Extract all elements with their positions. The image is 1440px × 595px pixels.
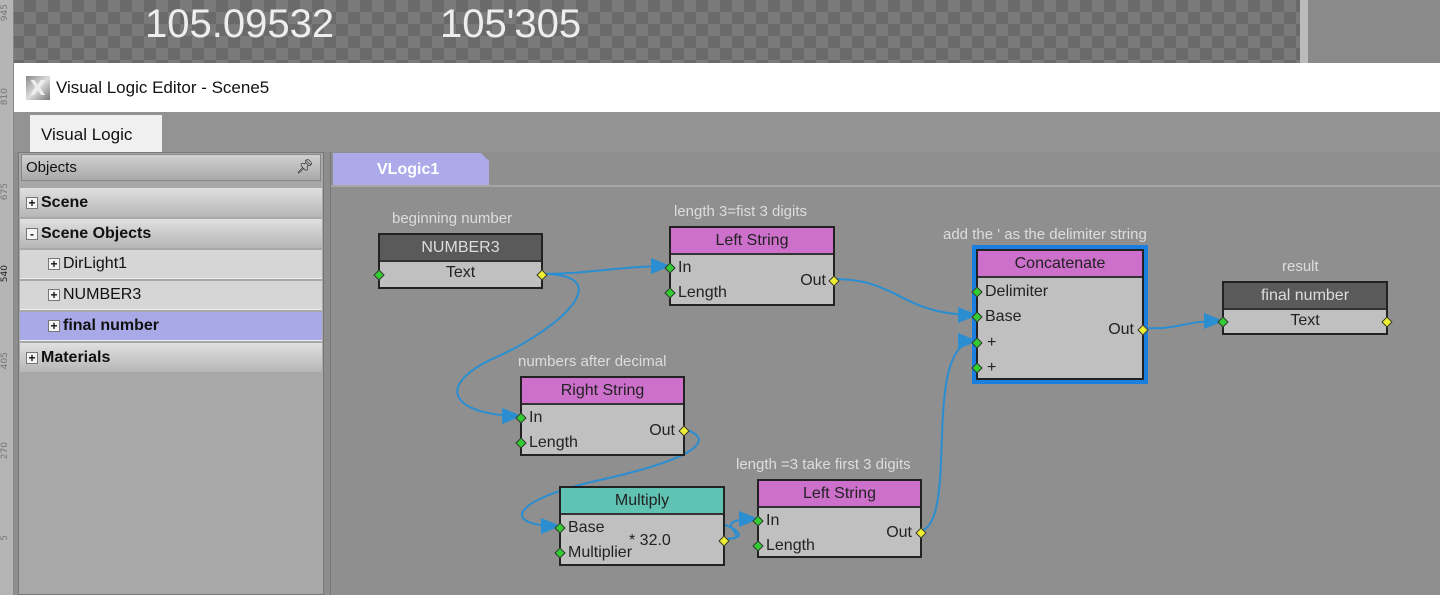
port-base: Base [985, 308, 1022, 325]
tab-visual-logic[interactable]: Visual Logic [30, 115, 162, 152]
expand-icon[interactable]: + [26, 351, 38, 364]
wire-multiply-to-left2 [723, 511, 759, 540]
node-comment: result [1282, 258, 1319, 275]
port-in: In [529, 409, 543, 426]
tree-label: DirLight1 [63, 255, 128, 272]
node-comment: length =3 take first 3 digits [736, 456, 911, 473]
collapse-icon[interactable]: - [26, 227, 38, 240]
port-text: Text [445, 264, 476, 281]
node-title: Left String [671, 228, 833, 255]
port-out: Out [649, 422, 675, 439]
wire-number3-to-right [456, 273, 580, 424]
multiplier-value: * 32.0 [629, 532, 671, 549]
node-title: Multiply [561, 488, 723, 515]
objects-panel-header: Objects 📌︎ [21, 154, 321, 181]
tree-label: Materials [41, 348, 111, 366]
port-out: Out [886, 524, 912, 541]
port-plus: + [987, 359, 997, 376]
viewport-text-2: 105'305 [440, 2, 582, 46]
expand-icon[interactable]: + [26, 196, 38, 209]
port-length: Length [766, 537, 815, 554]
port-text: Text [1290, 312, 1320, 329]
port-in: In [678, 259, 692, 276]
tree-category-materials[interactable]: +Materials [20, 343, 322, 372]
node-comment: beginning number [392, 210, 513, 227]
node-left-string-2[interactable]: Left String In Length Out [752, 479, 927, 558]
wire-right-to-multiply [521, 428, 700, 534]
node-title: Concatenate [978, 251, 1142, 278]
port-multiplier: Multiplier [568, 544, 633, 561]
editor-tabstrip: Visual Logic [14, 112, 1440, 152]
port-base: Base [568, 519, 605, 536]
tree-label: Scene Objects [41, 224, 152, 242]
expand-icon[interactable]: + [48, 258, 60, 270]
tree-label: NUMBER3 [63, 286, 142, 303]
node-final-number[interactable]: final number Text [1217, 281, 1393, 335]
wire-number3-to-left1 [541, 258, 671, 275]
tree-item-number3[interactable]: +NUMBER3 [20, 281, 322, 310]
port-in: In [766, 512, 780, 529]
window-titlebar: Visual Logic Editor - Scene5 [14, 63, 1440, 112]
right-pane [1300, 0, 1440, 63]
viewport-background [0, 0, 1440, 63]
expand-icon[interactable]: + [48, 320, 60, 332]
pushpin-icon[interactable]: 📌︎ [296, 158, 314, 174]
wire-concat-to-final [1142, 313, 1224, 330]
node-comment: add the ' as the delimiter string [943, 226, 1147, 243]
node-title: NUMBER3 [380, 235, 541, 262]
wire-left2-to-concat [920, 333, 978, 532]
tree-label: final number [63, 317, 160, 334]
tree-item-final-number[interactable]: +final number [20, 312, 322, 341]
app-logo-icon [26, 75, 50, 100]
tree-category-scene-objects[interactable]: -Scene Objects [20, 219, 322, 248]
expand-icon[interactable]: + [48, 289, 60, 301]
port-plus: + [987, 334, 997, 351]
node-comment: length 3=fist 3 digits [674, 203, 808, 220]
node-title: final number [1224, 283, 1386, 310]
node-title: Right String [522, 378, 683, 405]
tab-divider [331, 185, 1440, 187]
port-out: Out [800, 272, 826, 289]
port-delimiter: Delimiter [985, 283, 1049, 300]
node-multiply[interactable]: Multiply Base Multiplier * 32.0 [554, 486, 730, 566]
node-right-string[interactable]: Right String In Length Out [515, 376, 690, 456]
node-concatenate[interactable]: Concatenate Delimiter Base + + Out [971, 245, 1149, 384]
node-comment: numbers after decimal [518, 353, 667, 370]
objects-panel: Objects 📌︎ +Scene -Scene Objects +DirLig… [18, 152, 324, 595]
vertical-ruler: 945 810 675 540 405 270 5 [0, 0, 14, 595]
tree-category-scene[interactable]: +Scene [20, 188, 322, 217]
tree-item-dirlight1[interactable]: +DirLight1 [20, 250, 322, 279]
node-title: Left String [759, 481, 920, 508]
node-number3[interactable]: NUMBER3 Text [373, 233, 548, 289]
window-title: Visual Logic Editor - Scene5 [56, 77, 270, 97]
node-left-string-1[interactable]: Left String In Length Out [664, 226, 840, 306]
port-length: Length [529, 434, 578, 451]
viewport-text-1: 105.09532 [145, 2, 335, 46]
wire-left1-to-concat [833, 278, 978, 323]
port-length: Length [678, 284, 727, 301]
tree-label: Scene [41, 193, 89, 211]
port-out: Out [1108, 321, 1134, 338]
tab-vlogic1[interactable]: VLogic1 [333, 153, 489, 186]
objects-panel-title: Objects [26, 159, 77, 176]
